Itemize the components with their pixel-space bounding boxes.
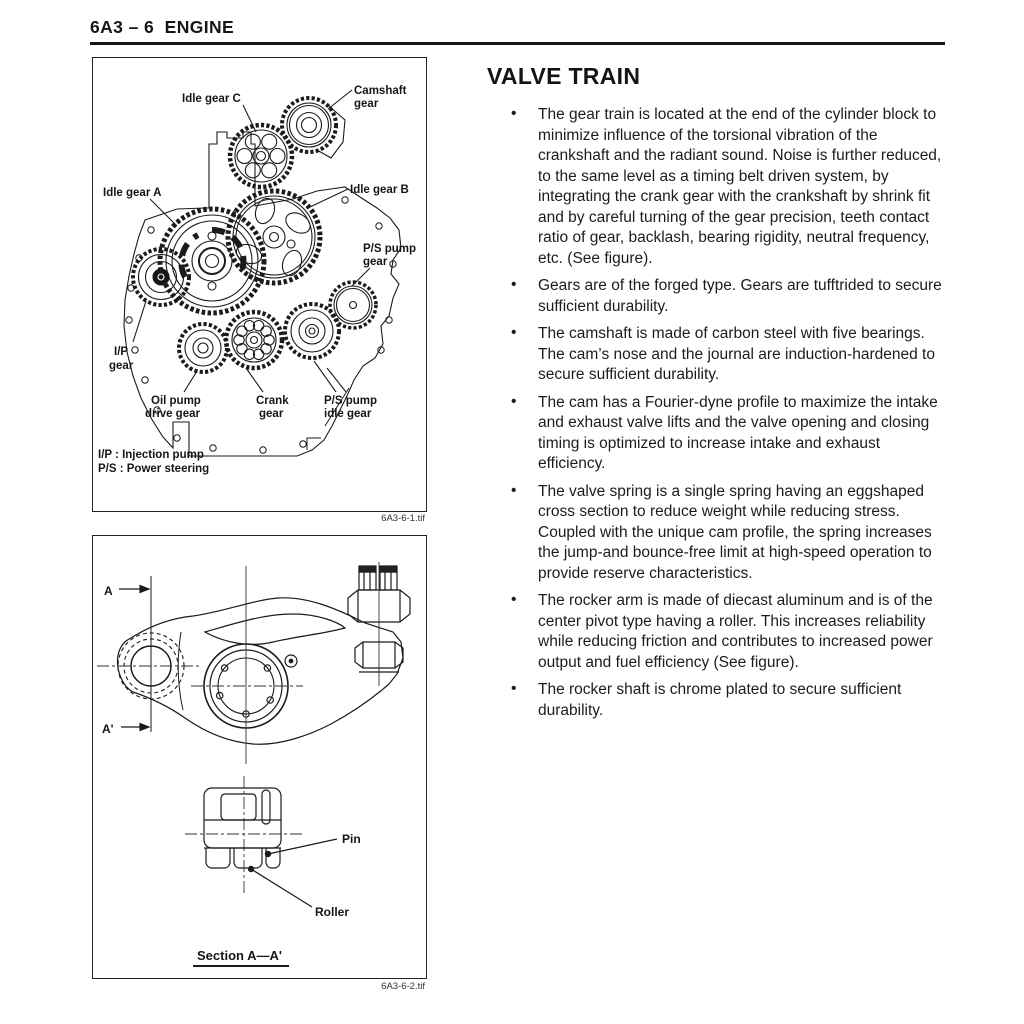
bullet-marker: • <box>511 591 517 608</box>
bullet-item: • The gear train is located at the end o… <box>487 105 949 269</box>
oil-pump-drive-gear <box>177 322 229 374</box>
label-oil-pump-1: Oil pump <box>151 395 201 407</box>
valve-train-article: VALVE TRAIN • The gear train is located … <box>487 63 949 728</box>
bullet-marker: • <box>511 105 517 122</box>
bullet-marker: • <box>511 392 517 410</box>
bullet-marker: • <box>511 481 517 499</box>
label-idle-gear-a: Idle gear A <box>103 187 161 199</box>
figure1-caption: 6A3-6-1.tif <box>381 513 425 524</box>
section-view <box>185 776 338 967</box>
label-ip-gear-1: I/P <box>114 346 128 358</box>
rocker-arm-drawing: A A' Pin Roller Section A—A' <box>97 562 411 967</box>
ip-gear <box>131 247 191 307</box>
bullet-text: The rocker shaft is chrome plated to sec… <box>538 681 902 719</box>
engine-block-outline <box>123 131 402 457</box>
leader-lines <box>132 89 371 393</box>
label-ps-pump-gear-2: gear <box>363 256 388 268</box>
crank-gear <box>223 309 285 371</box>
idle-gear-b <box>225 188 323 286</box>
figure-gear-train: Idle gear C Camshaft gear Idle gear A Id… <box>92 57 427 512</box>
camshaft-gear <box>280 96 338 154</box>
block-bolt-holes <box>125 196 397 454</box>
bullet-text: The valve spring is a single spring havi… <box>538 482 932 582</box>
bullet-text: The camshaft is made of carbon steel wit… <box>538 325 935 383</box>
figure2-caption: 6A3-6-2.tif <box>381 981 425 992</box>
figure-rocker-arm: A A' Pin Roller Section A—A' <box>92 535 427 979</box>
label-crank-gear-2: gear <box>259 408 284 420</box>
label-section-a-prime: A' <box>102 722 114 736</box>
section-header: 6A3 – 6 ENGINE <box>90 17 235 37</box>
label-camshaft-gear-1: Camshaft <box>354 85 407 97</box>
section-title: Section A—A' <box>197 948 282 963</box>
rocker-arm-outline <box>116 597 404 745</box>
legend-ip: I/P : Injection pump <box>98 449 204 461</box>
label-camshaft-gear-2: gear <box>354 98 379 110</box>
label-idle-gear-b: Idle gear B <box>350 184 409 196</box>
bullet-text: Gears are of the forged type. Gears are … <box>538 277 942 315</box>
label-ps-idle-2: idle gear <box>324 408 372 420</box>
bullet-text: The cam has a Fourier-dyne profile to ma… <box>538 393 938 473</box>
label-idle-gear-c: Idle gear C <box>182 93 241 105</box>
bullet-marker: • <box>511 324 517 341</box>
legend-ps: P/S : Power steering <box>98 463 209 475</box>
idle-gear-c <box>227 122 295 190</box>
label-oil-pump-2: drive gear <box>145 408 200 420</box>
bullet-item: • The cam has a Fourier-dyne profile to … <box>487 393 949 475</box>
label-ps-idle-1: P/S pump <box>324 395 377 407</box>
label-crank-gear-1: Crank <box>256 395 289 407</box>
bullet-item: • The valve spring is a single spring ha… <box>487 482 949 585</box>
bullet-marker: • <box>511 680 517 697</box>
label-section-a: A <box>104 584 113 598</box>
gear-train-drawing: Idle gear C Camshaft gear Idle gear A Id… <box>98 85 416 475</box>
bullet-list: • The gear train is located at the end o… <box>487 105 949 721</box>
header-rule <box>90 42 945 45</box>
ps-pump-idle-gear <box>283 302 341 360</box>
label-ps-pump-gear-1: P/S pump <box>363 243 416 255</box>
bullet-text: The gear train is located at the end of … <box>538 106 942 267</box>
bullet-text: The rocker arm is made of diecast alumin… <box>538 592 933 671</box>
label-pin: Pin <box>342 832 361 846</box>
bullet-item: • The rocker arm is made of diecast alum… <box>487 591 949 673</box>
label-ip-gear-2: gear <box>109 360 134 372</box>
bullet-item: • The rocker shaft is chrome plated to s… <box>487 680 949 721</box>
bullet-item: • The camshaft is made of carbon steel w… <box>487 324 949 386</box>
bullet-marker: • <box>511 276 517 293</box>
article-title: VALVE TRAIN <box>487 63 641 89</box>
adjusting-screw <box>347 562 411 686</box>
ps-pump-gear <box>328 280 378 330</box>
arm-top-opening <box>203 613 347 645</box>
bullet-item: • Gears are of the forged type. Gears ar… <box>487 276 949 317</box>
label-roller: Roller <box>315 905 349 919</box>
